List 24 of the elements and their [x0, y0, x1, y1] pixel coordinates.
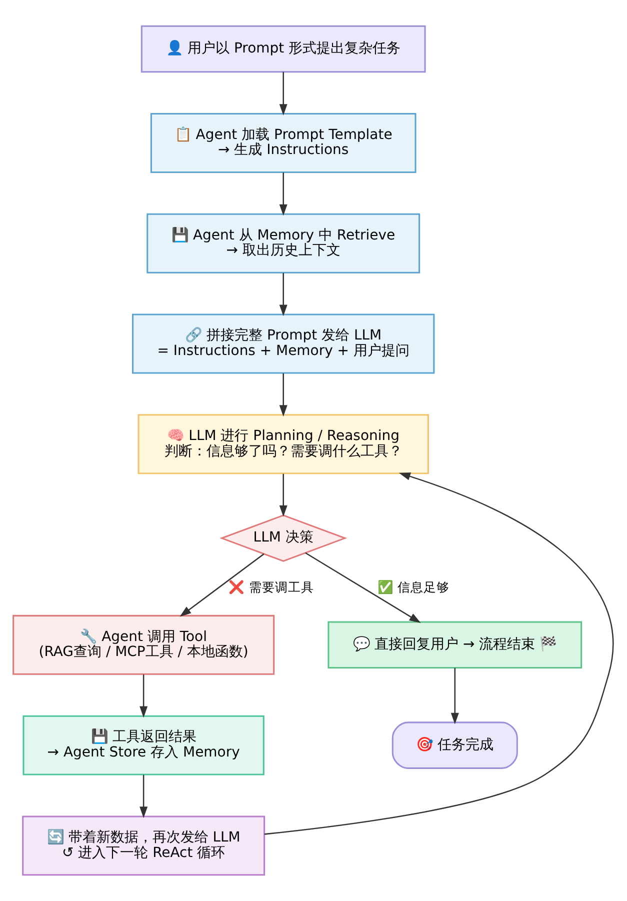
- arrow: [180, 553, 264, 617]
- edge-label: ✅ 信息足够: [378, 580, 450, 595]
- node-box: 🔄 带着新数据，再次发给 LLM ↺ 进入下一轮 ReAct 循环: [22, 816, 266, 876]
- arrow: [140, 774, 148, 818]
- arrow: [450, 668, 459, 724]
- node-box: 🔗 拼接完整 Prompt 发给 LLM = Instructions + Memory + 用户提问: [132, 314, 435, 374]
- node-box: 📋 Agent 加载 Prompt Template → 生成 Instructions: [150, 113, 416, 173]
- node-box: 🔧 Agent 调用 Tool (RAG查询 / MCP工具 / 本地函数): [12, 614, 275, 675]
- edge-label: ❌ 需要调工具: [228, 580, 314, 595]
- node-box: 🎯 任务完成: [392, 722, 518, 769]
- node-diamond: LLM 决策: [220, 514, 348, 562]
- arrow: [140, 674, 148, 718]
- node-box: 👤 用户以 Prompt 形式提出复杂任务: [140, 25, 426, 73]
- arrow: [279, 172, 288, 216]
- node-box: 🧠 LLM 进行 Planning / Reasoning 判断：信息够了吗？需要调什么工具？: [138, 414, 429, 474]
- arrow: [279, 373, 288, 417]
- arrow: [279, 272, 288, 316]
- arrow: [279, 474, 288, 517]
- arrow: [279, 72, 288, 116]
- node-box: 💾 Agent 从 Memory 中 Retrieve → 取出历史上下文: [146, 213, 420, 274]
- node-box: 💬 直接回复用户 → 流程结束 🏁: [328, 621, 582, 669]
- arrow: [305, 552, 421, 623]
- arrow: [264, 472, 614, 835]
- node-box: 💾 工具返回结果 → Agent Store 存入 Memory: [22, 715, 264, 776]
